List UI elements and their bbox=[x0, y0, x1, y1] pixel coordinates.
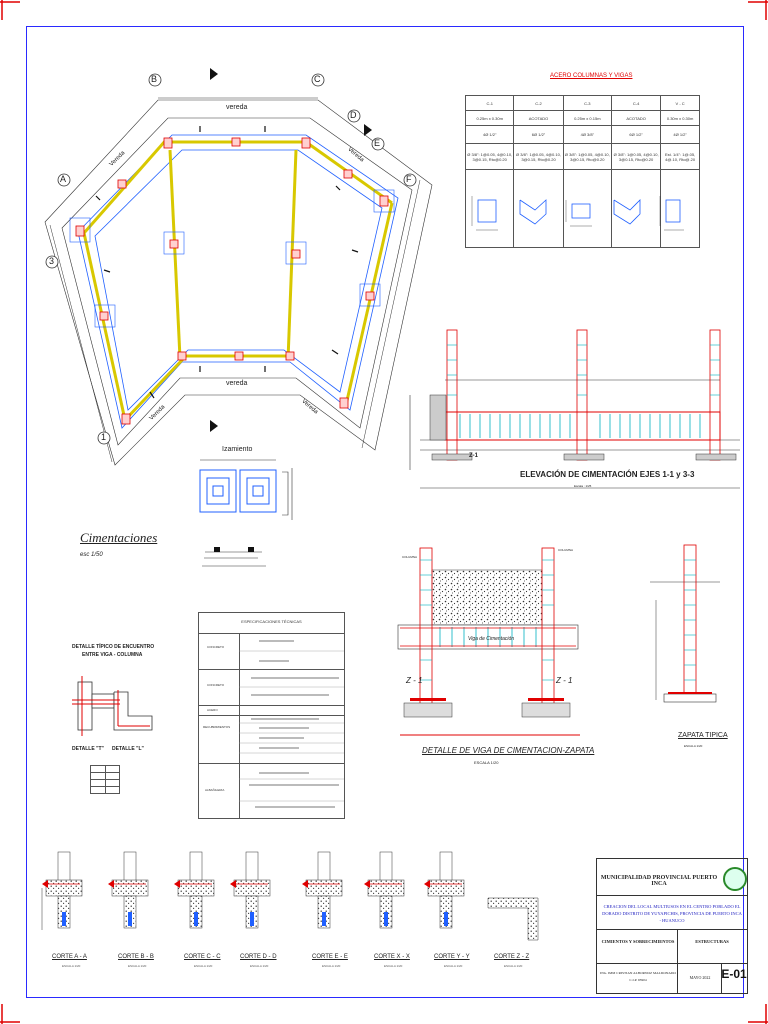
axis-label: 3 bbox=[49, 256, 55, 266]
elevation-scale: Escala : 1/25 bbox=[574, 484, 592, 488]
cut-label: CORTE Z - Z bbox=[494, 954, 530, 960]
plan-name: CIMIENTOS Y SOBRECIMIENTOS bbox=[601, 939, 675, 944]
lap-length-table bbox=[90, 765, 120, 794]
engineer-cip: C.I.P. 93904 bbox=[629, 978, 647, 982]
owner-name: MUNICIPALIDAD PROVINCIAL PUERTO INCA bbox=[600, 875, 718, 887]
cut-scale: ESCALA 1/20 bbox=[444, 964, 463, 968]
steel-table: C-1 C-2 C-3 C-4 V - C 0.25m x 0.30m ACOT… bbox=[464, 95, 700, 248]
specs-title: ESPECIFICACIONES TÉCNICAS bbox=[241, 619, 302, 624]
izamiento-title: Izamiento bbox=[222, 446, 253, 453]
cut-scale: ESCALA 1/20 bbox=[194, 964, 213, 968]
axis-label: E bbox=[374, 138, 381, 148]
specialty: ESTRUCTURAS bbox=[695, 939, 729, 944]
footing-label-left: Z - 1 bbox=[406, 676, 423, 685]
axis-label: D bbox=[350, 110, 357, 120]
cut-scale: ESCALA 1/20 bbox=[322, 964, 341, 968]
cut-label: CORTE D - D bbox=[240, 954, 277, 960]
steel-stirrups: Est. 1/4": 1@.05, 4@.10, Rto@.20 bbox=[660, 143, 700, 170]
junction-title-1: DETALLE TÍPICO DE ENCUENTRO bbox=[72, 644, 155, 650]
beam-detail-scale: ESCALA 1/20 bbox=[474, 760, 499, 765]
axis-label: F bbox=[406, 174, 412, 184]
specs-row-label: CONCRETO bbox=[207, 683, 225, 687]
municipal-seal bbox=[723, 867, 747, 891]
cut-scale: ESCALA 1/20 bbox=[250, 964, 269, 968]
project-name: CREACION DEL LOCAL MULTIUSOS EN EL CENTR… bbox=[602, 904, 742, 923]
axis-label: 1 bbox=[101, 432, 107, 442]
cut-label: CORTE B - B bbox=[118, 954, 154, 960]
specs-row-label: RECUBRIMIENTOS bbox=[203, 725, 231, 729]
sheet-frame bbox=[26, 26, 744, 998]
cut-label: CORTE X - X bbox=[374, 954, 410, 960]
engineer-name: ING. IMM CRISTIAN ALBORNOZ MALDONADO bbox=[600, 971, 676, 975]
cut-scale: ESCALA 1/20 bbox=[384, 964, 403, 968]
specs-row-label: ALBAÑILERIA bbox=[205, 788, 225, 792]
steel-stirrups: Ø 3/8": 1@0.05, 4@0.10, 3@0.15, Rto@0.20 bbox=[562, 143, 613, 170]
specs-row-label: ACERO bbox=[207, 708, 218, 712]
zapata-title: ZAPATA TIPICA bbox=[678, 732, 728, 739]
cut-scale: ESCALA 1/20 bbox=[504, 964, 523, 968]
detail-l-label: DETALLE "L" bbox=[112, 746, 144, 752]
steel-stirrups: Ø 3/8": 1@0.05, 4@0.10, 3@0.15, Rto@0.20 bbox=[513, 143, 564, 170]
axis-label: B bbox=[151, 74, 158, 84]
plan-scale: esc 1/50 bbox=[80, 552, 103, 558]
vereda-label: vereda bbox=[226, 380, 248, 387]
columna-label: COLUMNA bbox=[558, 548, 574, 552]
vereda-label: vereda bbox=[226, 104, 248, 111]
steel-stirrups: Ø 3/8": 1@0.05, 4@0.10, 3@0.15, Rto@0.20 bbox=[611, 143, 662, 170]
axis-label: A bbox=[60, 174, 67, 184]
cut-label: CORTE E - E bbox=[312, 954, 348, 960]
title-block: MUNICIPALIDAD PROVINCIAL PUERTO INCA CRE… bbox=[596, 858, 748, 994]
specs-table: ESPECIFICACIONES TÉCNICAS CONCRETO CONCR… bbox=[198, 612, 345, 819]
elevation-title: ELEVACIÓN DE CIMENTACIÓN EJES 1-1 y 3-3 bbox=[520, 470, 695, 479]
cut-scale: ESCALA 1/20 bbox=[128, 964, 147, 968]
sheet-number: E-01 bbox=[721, 967, 747, 981]
cut-label: CORTE A - A bbox=[52, 954, 87, 960]
beam-detail-title: DETALLE DE VIGA DE CIMENTACION-ZAPATA bbox=[422, 746, 595, 755]
junction-title-2: ENTRE VIGA - COLUMNA bbox=[82, 652, 143, 658]
specs-row-label: CONCRETO bbox=[207, 645, 225, 649]
drawing-date: MAYO 2022 bbox=[689, 975, 711, 980]
cut-label: CORTE C - C bbox=[184, 954, 221, 960]
plan-title: Cimentaciones bbox=[80, 530, 158, 545]
zapata-scale: ESCALA 1/20 bbox=[684, 744, 703, 748]
cut-scale: ESCALA 1/20 bbox=[62, 964, 81, 968]
beam-label: Viga de Cimentación bbox=[468, 636, 515, 642]
cut-label: CORTE Y - Y bbox=[434, 954, 470, 960]
columna-label: COLUMNA bbox=[402, 555, 418, 559]
detail-t-label: DETALLE "T" bbox=[72, 746, 104, 752]
axis-label: C bbox=[314, 74, 321, 84]
footing-label-right: Z - 1 bbox=[556, 676, 573, 685]
steel-table-title: ACERO COLUMNAS Y VIGAS bbox=[550, 73, 633, 79]
elevation-zlabel: Z-1 bbox=[469, 453, 478, 459]
